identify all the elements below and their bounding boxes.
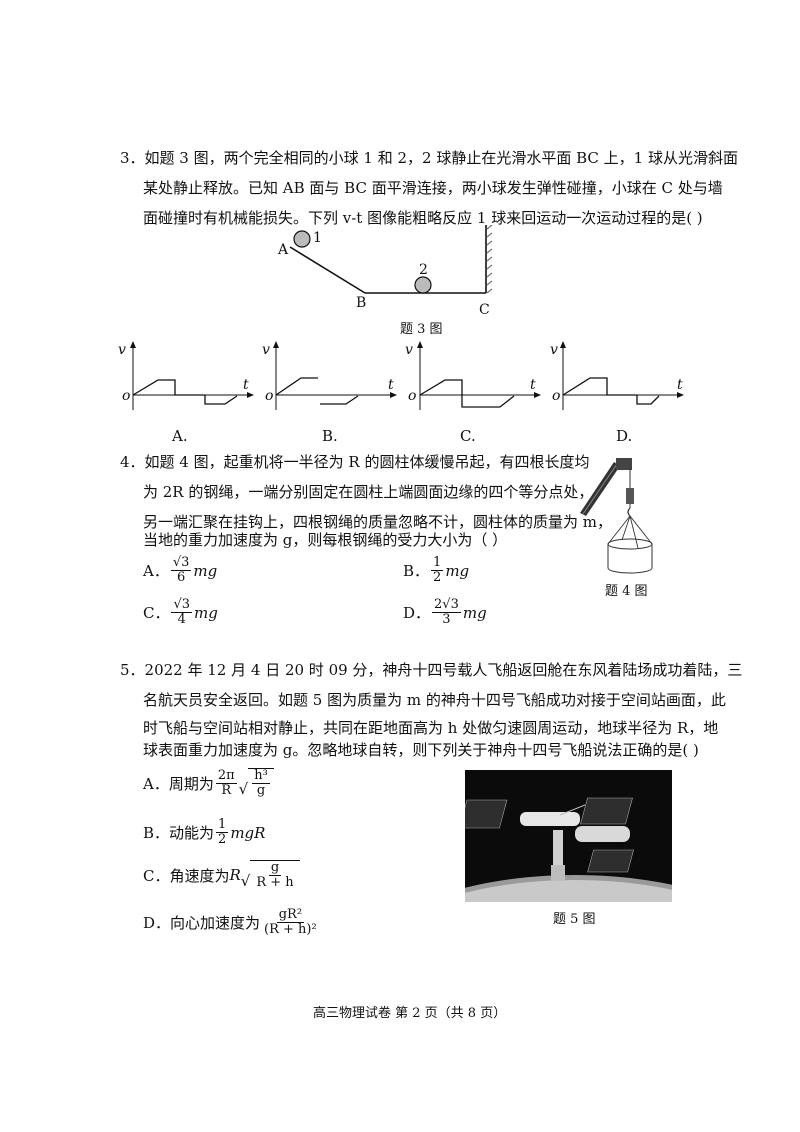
q5-option-a-num: 2π — [215, 767, 237, 784]
q3-figure-caption: 题 3 图 — [400, 322, 443, 337]
q5-option-c-label: C．角速度为 — [143, 866, 230, 885]
q5-line-2: 名航天员安全返回。如题 5 图为质量为 m 的神舟十四号飞船成功对接于空间站画面… — [143, 691, 726, 709]
label-c: C — [479, 302, 490, 318]
q4-option-c-label: C． — [143, 604, 170, 622]
q5-option-b-tail: mgR — [230, 823, 266, 842]
label-a: A — [278, 242, 289, 258]
q4-option-b-label: B． — [403, 562, 430, 580]
q4-option-a-den: 6 — [176, 570, 186, 585]
q4-option-a-tail: mg — [193, 561, 218, 580]
q5-option-a-label: A．周期为 — [143, 774, 214, 793]
graph-c-label: C. — [460, 427, 476, 445]
q5-line-4: 球表面重力加速度为 g。忽略地球自转，则下列关于神舟十四号飞船说法正确的是( ) — [143, 741, 699, 759]
graph-a — [130, 341, 254, 410]
graph-a-label: A. — [172, 427, 188, 445]
graph-b-t: t — [388, 377, 394, 393]
q4-line-4: 当地的重力加速度为 g，则每根钢绳的受力大小为（ ） — [143, 531, 508, 549]
q4-option-d-label: D． — [403, 604, 431, 622]
q5-option-a-den: R — [221, 782, 232, 798]
graph-d — [560, 341, 684, 410]
q5-figure-caption: 题 5 图 — [553, 912, 596, 927]
graph-a-v: v — [118, 342, 126, 358]
q5-option-d-num: gR² — [276, 907, 305, 923]
q3-line-2: 某处静止释放。已知 AB 面与 BC 面平滑连接，两小球发生弹性碰撞，小球在 C… — [143, 179, 723, 197]
q5-line-3: 时飞船与空间站相对静止，共同在距地面高为 h 处做匀速圆周运动，地球半径为 R，… — [143, 719, 719, 737]
label-ball1: 1 — [313, 230, 322, 246]
q5-option-d-label: D．向心加速度为 — [143, 914, 261, 932]
q5-line-1: 5．2022 年 12 月 4 日 20 时 09 分，神舟十四号载人飞船返回舱… — [120, 661, 743, 679]
ball-2 — [414, 276, 432, 294]
q4-line-3: 另一端汇聚在挂钩上，四根钢绳的质量忽略不计，圆柱体的质量为 m， — [143, 513, 612, 531]
q5-option-a-rad-den: g — [256, 783, 266, 798]
q5-option-b-label: B．动能为 — [143, 824, 215, 842]
q4-option-b-num: 1 — [431, 555, 444, 571]
graph-d-label: D. — [616, 427, 633, 445]
graph-b-o: o — [265, 388, 274, 404]
graph-b-label: B. — [322, 427, 338, 445]
q3-line-1: 3．如题 3 图，两个完全相同的小球 1 和 2，2 球静止在光滑水平面 BC … — [120, 149, 738, 167]
q5-option-d-den: (R + h)² — [264, 922, 317, 937]
q4-option-c-tail: mg — [194, 603, 218, 622]
graph-a-o: o — [122, 388, 131, 404]
q5-option-c-pre: R — [229, 866, 241, 884]
q5-option-c-num: g — [268, 860, 282, 876]
graph-b-v: v — [262, 342, 270, 358]
q5-option-d: D．向心加速度为 gR²(R + h)² — [143, 908, 321, 937]
page-footer: 高三物理试卷 第 2 页（共 8 页） — [313, 1006, 507, 1021]
q4-option-d-tail: mg — [462, 603, 487, 622]
graph-d-t: t — [677, 377, 683, 393]
crane-figure — [580, 458, 653, 574]
label-ball2: 2 — [419, 262, 428, 278]
q3-line-3: 面碰撞时有机械能损失。下列 v-t 图像能粗略反应 1 球来回运动一次运动过程的… — [143, 209, 703, 227]
graph-c-t: t — [530, 377, 536, 393]
space-station-photo — [465, 770, 672, 902]
q4-option-b-den: 2 — [433, 570, 442, 585]
q4-line-2: 为 2R 的钢绳，一端分别固定在圆柱上端圆面边缘的四个等分点处， — [143, 483, 594, 501]
graph-c-v: v — [405, 342, 413, 358]
q4-option-d-den: 3 — [442, 612, 451, 627]
graph-c-o: o — [408, 388, 417, 404]
q5-option-c-den: R + h — [256, 875, 294, 890]
q5-option-b-num: 1 — [216, 817, 229, 833]
q4-option-a-label: A． — [143, 562, 169, 580]
graph-d-v: v — [550, 342, 558, 358]
graph-b — [273, 341, 397, 410]
graph-d-o: o — [552, 388, 561, 404]
q4-option-a-num: √3 — [170, 555, 192, 571]
ball-1 — [293, 230, 311, 248]
q5-option-a-rad: h³ — [252, 768, 270, 784]
q4-option-c-num: √3 — [171, 597, 193, 613]
q4-figure-caption: 题 4 图 — [605, 584, 648, 599]
q5-option-b-den: 2 — [218, 832, 227, 847]
q4-option-b-tail: mg — [445, 561, 470, 580]
graph-c — [417, 341, 541, 410]
label-b: B — [356, 295, 367, 311]
q4-option-c-den: 4 — [177, 612, 186, 627]
graph-a-t: t — [243, 377, 249, 393]
q4-option-d-num: 2√3 — [432, 597, 461, 613]
q4-line-1: 4．如题 4 图，起重机将一半径为 R 的圆柱体缓慢吊起，有四根长度均 — [120, 453, 590, 471]
q3-figure — [289, 225, 493, 294]
